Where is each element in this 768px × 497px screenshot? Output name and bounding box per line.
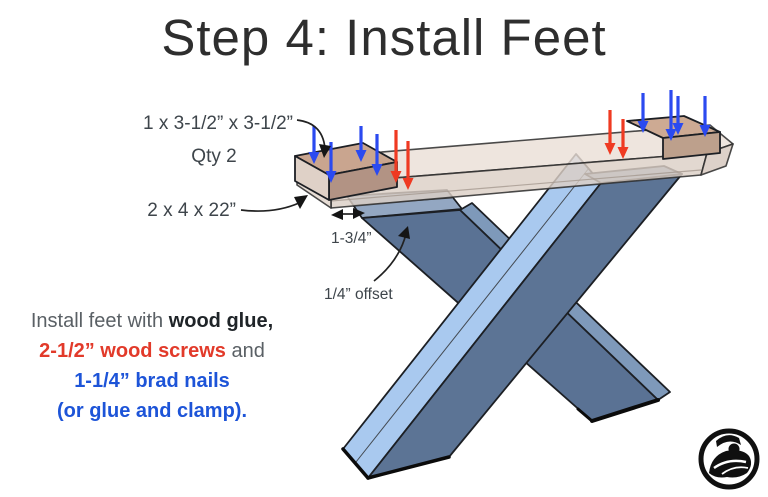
wood-screw-arrow-head [604,143,616,155]
brad-nail-arrow-head [355,150,367,162]
instruction-line-1: Install feet with wood glue, [30,310,274,332]
brad-nail-arrow-head [371,164,383,176]
brad-nail-arrow-head [672,123,684,135]
right-foot [626,115,721,160]
callout-foot-size [296,119,331,158]
brad-nail-arrow-head [308,152,320,164]
instruction-text: Install feet with wood glue, 2-1/2” wood… [2,306,302,426]
callout-beam-size [240,195,308,212]
left-foot [294,142,398,201]
brad-nail-arrow-head [325,171,337,183]
brad-nail-arrow-head [699,125,711,137]
foot-size-label: 1 x 3-1/2” x 3-1/2” [143,113,293,134]
page-title: Step 4: Install Feet [161,9,607,66]
wood-screw-arrow-head [402,178,414,190]
brad-nail-arrow-head [637,121,649,133]
leg-offset-label: 1/4” offset [324,286,393,303]
wood-screw-arrow-head [390,171,402,183]
woodworker-logo-icon [698,428,760,490]
instruction-line-3: 1-1/4” brad nails [74,370,230,392]
instruction-line-2: 2-1/2” wood screws and [39,340,265,362]
edge-distance-label: 1-3/4” [331,230,372,247]
foot-qty-label: Qty 2 [191,146,236,167]
wood-screw-arrow-head [617,147,629,159]
callout-leg-offset [373,226,410,282]
fastener-arrows [308,90,711,190]
beam-size-label: 2 x 4 x 22” [147,200,236,221]
measure-arrow-1-3-4 [331,208,365,220]
instruction-line-4: (or glue and clamp). [56,400,248,422]
brad-nail-arrow-head [665,129,677,141]
